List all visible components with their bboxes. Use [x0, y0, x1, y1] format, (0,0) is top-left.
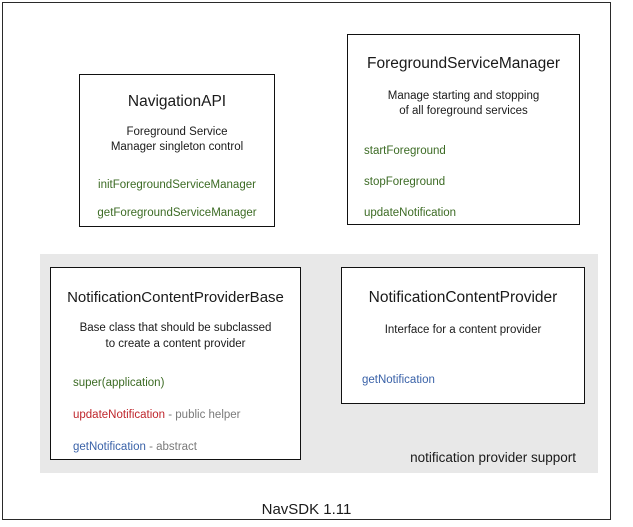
class-member-name: startForeground — [364, 144, 446, 157]
class-box-member-list: getNotification — [342, 373, 584, 388]
class-member-name: getNotification — [73, 440, 146, 453]
class-member: getForegroundServiceManager — [80, 206, 274, 221]
class-box-member-list: initForegroundServiceManager getForegrou… — [80, 178, 274, 221]
class-member: initForegroundServiceManager — [80, 178, 274, 193]
class-member: startForeground — [364, 144, 579, 159]
class-member-name: updateNotification — [364, 206, 457, 219]
class-member: updateNotification — [364, 206, 579, 221]
class-box-notification-content-provider[interactable]: NotificationContentProvider Interface fo… — [341, 267, 585, 404]
class-box-title: ForegroundServiceManager — [367, 55, 560, 72]
class-member-note: - abstract — [145, 440, 198, 453]
class-box-notification-content-provider-base[interactable]: NotificationContentProviderBase Base cla… — [50, 267, 301, 460]
class-member-name: getForegroundServiceManager — [97, 206, 257, 219]
class-member-name: initForegroundServiceManager — [98, 178, 256, 191]
class-box-description: Interface for a content provider — [384, 323, 542, 336]
class-member: getNotification - abstract — [73, 440, 300, 455]
slide-frame: notification provider support Navigation… — [2, 2, 611, 520]
class-box-foreground-service-manager[interactable]: ForegroundServiceManager Manage starting… — [347, 34, 580, 225]
class-box-member-list: super(application) updateNotification - … — [51, 376, 300, 455]
class-box-title: NavigationAPI — [127, 93, 227, 110]
class-member-name: updateNotification — [73, 408, 166, 421]
group-panel-caption: notification provider support — [410, 450, 576, 465]
class-member: updateNotification - public helper — [73, 408, 300, 423]
class-box-member-list: startForeground stopForeground updateNot… — [348, 144, 579, 221]
class-box-title: NotificationContentProvider — [368, 289, 558, 306]
class-box-title: NotificationContentProviderBase — [67, 289, 284, 306]
class-member: stopForeground — [364, 175, 579, 190]
slide-footer-label: NavSDK 1.11 — [261, 501, 352, 518]
class-member-name: super(application) — [73, 377, 165, 390]
class-member: getNotification — [362, 373, 584, 388]
class-member-name: getNotification — [362, 374, 435, 387]
class-member-note: - public helper — [165, 408, 241, 421]
class-member: super(application) — [73, 376, 300, 391]
class-member-name: stopForeground — [364, 175, 446, 188]
